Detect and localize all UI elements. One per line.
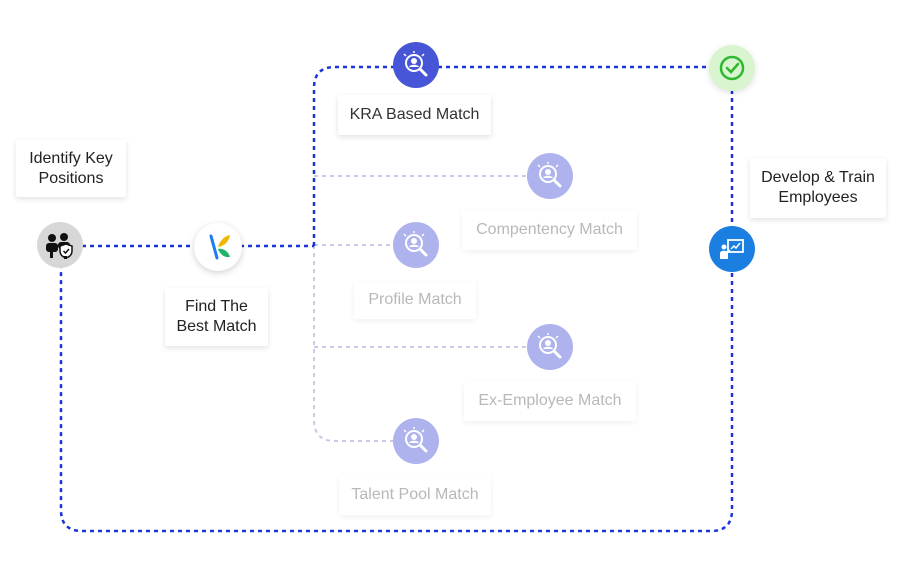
talent-pool-match-node[interactable] xyxy=(393,418,439,464)
identify-positions-node[interactable] xyxy=(37,222,83,268)
search-person-icon xyxy=(403,231,428,257)
find-match-label: Find The Best Match xyxy=(165,288,268,346)
dim-branch-lines xyxy=(313,175,528,442)
search-person-icon xyxy=(537,162,562,188)
search-person-icon xyxy=(403,51,428,77)
search-person-icon xyxy=(537,333,562,359)
presentation-icon xyxy=(720,239,744,259)
profile-match-label: Profile Match xyxy=(354,281,476,319)
competency-match-label: Compentency Match xyxy=(462,210,637,250)
search-person-icon xyxy=(403,427,428,453)
identify-positions-label: Identify Key Positions xyxy=(16,140,126,197)
people-shield-icon xyxy=(46,233,73,259)
profile-match-node[interactable] xyxy=(393,222,439,268)
complete-node[interactable] xyxy=(709,45,755,91)
develop-train-node[interactable] xyxy=(709,226,755,272)
ex-employee-match-label: Ex-Employee Match xyxy=(464,381,636,421)
kra-match-node[interactable] xyxy=(393,42,439,88)
check-circle-icon xyxy=(719,55,745,81)
develop-train-label: Develop & Train Employees xyxy=(750,158,886,218)
competency-match-node[interactable] xyxy=(527,153,573,199)
find-match-node[interactable] xyxy=(194,223,242,271)
main-flow-lines xyxy=(59,65,734,533)
talent-pool-match-label: Talent Pool Match xyxy=(339,475,491,515)
brand-logo-icon xyxy=(209,234,230,260)
kra-match-label: KRA Based Match xyxy=(338,95,491,135)
ex-employee-match-node[interactable] xyxy=(527,324,573,370)
